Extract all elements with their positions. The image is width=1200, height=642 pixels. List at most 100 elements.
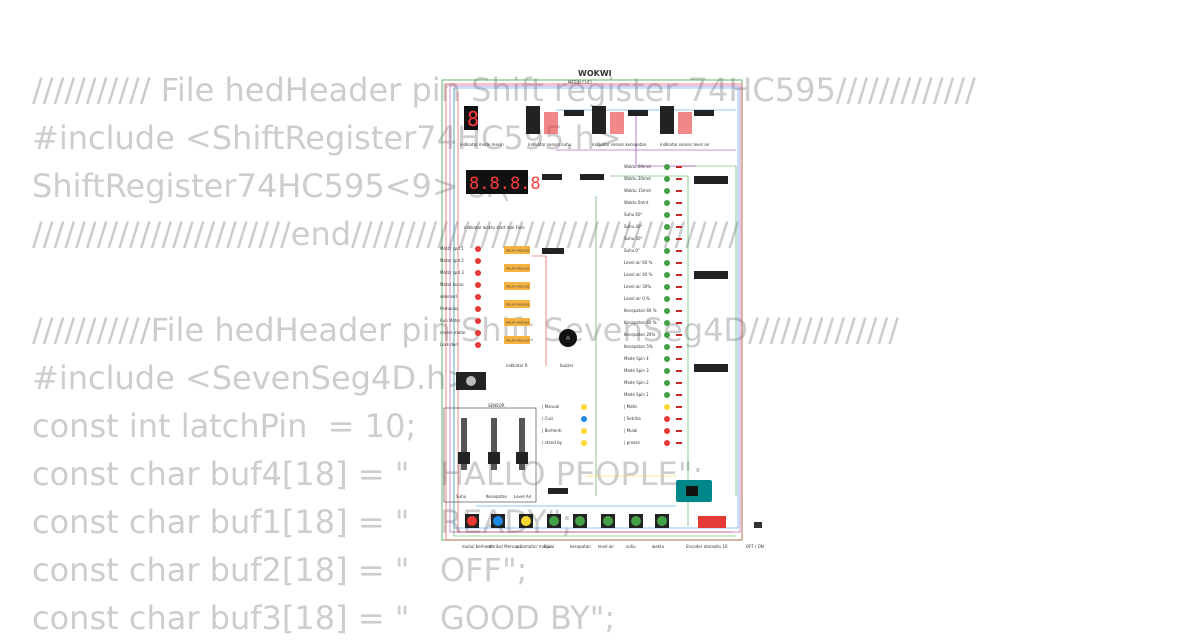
right-indicator-label: Level air 30% (624, 284, 651, 289)
relay-led (475, 330, 481, 336)
label-sensor: SENSOR (488, 403, 505, 408)
resistor (676, 382, 682, 384)
button-label: Spin (544, 544, 553, 549)
resistor (676, 406, 682, 408)
right-indicator-label: Waktu 0mnt (624, 200, 649, 205)
resistor (676, 274, 682, 276)
resistor (676, 262, 682, 264)
relay-label: Lock dorr (440, 342, 459, 347)
code-line: const char buf3[18] = " GOOD BY"; (32, 599, 616, 637)
right-indicator-label: Kecepatan 5% (624, 344, 653, 349)
label-waktu: indikator waktu start dan Finis (464, 225, 525, 230)
slider-label: Level Air (514, 494, 532, 499)
code-line: /////////// File hedHeader pin Shift reg… (32, 71, 976, 109)
right-indicator-label: Suhu 30° (624, 236, 643, 241)
relay-module (504, 246, 530, 254)
right-indicator-label: Level air 0 % (624, 296, 650, 301)
code-line: const char buf2[18] = " OFF"; (32, 551, 528, 589)
code-line: const char buf4[18] = " HALLO PEOPLE"; (32, 455, 704, 493)
push-button (603, 516, 613, 526)
relay-led (475, 270, 481, 276)
push-button (521, 516, 531, 526)
right-indicator-label: Suhu 60° (624, 212, 643, 217)
right-indicator-label: | Mulai (624, 428, 637, 433)
wire-frame-red (445, 83, 743, 541)
mode-led (581, 440, 587, 446)
mode-label: | Berhenti (542, 428, 562, 433)
label-off-on: OFF / ON (746, 544, 764, 549)
resistor (676, 394, 682, 396)
resistor (676, 334, 682, 336)
wokwi-logo: WOKWI (578, 69, 612, 78)
label-encoder: Encoder otomatis 16 (686, 544, 728, 549)
relay-led (475, 342, 481, 348)
relay-module-text: RELAY MODULE (506, 267, 529, 271)
right-indicator-label: Level air 40 % (624, 272, 653, 277)
resistor (676, 370, 682, 372)
relay-led (475, 258, 481, 264)
wire (532, 255, 547, 366)
code-line: #include <SevenSeg4D.h> (32, 359, 474, 397)
indicator-led (664, 212, 670, 218)
right-indicator-label: | Matic (624, 404, 637, 409)
mode-led (581, 404, 587, 410)
resistor (676, 310, 682, 312)
indicator-led (664, 392, 670, 398)
resistor (676, 430, 682, 432)
right-indicator-label: Suhu 0° (624, 248, 640, 253)
relay-module-text: RELAY MODULE (506, 249, 529, 253)
indicator-led (664, 188, 670, 194)
resistor (676, 250, 682, 252)
slider-track (461, 418, 467, 470)
relay-label: Motor spd 3 (440, 270, 464, 275)
indicator-led (664, 272, 670, 278)
relay-label: selenoid (440, 294, 457, 299)
indicator-led (664, 236, 670, 242)
right-indicator-label: Waktu 15mnt (624, 188, 651, 193)
background-code: /////////// File hedHeader pin Shift reg… (32, 66, 976, 642)
relay-module (504, 264, 530, 272)
indicator-led (664, 248, 670, 254)
right-indicator-label: Level air 60 % (624, 260, 653, 265)
resistor (676, 418, 682, 420)
mode-label: | stand by (542, 440, 563, 445)
sensor-box (443, 407, 537, 503)
wire-frame-blue (453, 87, 739, 529)
slider-group (458, 418, 528, 470)
code-line: ///////////File hedHeader pin Shift Seve… (32, 311, 899, 349)
button-label: waktu (652, 544, 665, 549)
indicator-led (664, 200, 670, 206)
right-indicator-label: Waktu 60mnt (624, 164, 651, 169)
indicator-led (664, 356, 670, 362)
wire (682, 165, 737, 496)
resistor (676, 190, 682, 192)
slider-label: Kecepatan (486, 494, 508, 499)
resistor (676, 238, 682, 240)
resistor (676, 322, 682, 324)
button-label: automatic/ manual (516, 544, 554, 549)
board-subtitle: MESIN CUCI (568, 80, 592, 85)
slider-knob (488, 452, 500, 464)
code-line: const char buf1[18] = " READY"; (32, 503, 573, 541)
button-row (465, 514, 669, 528)
indicator-led (664, 380, 670, 386)
push-button (467, 516, 477, 526)
indicator-led (664, 296, 670, 302)
seven-segment-1digit (464, 106, 478, 130)
button-label: level air (598, 544, 614, 549)
indicator-led (664, 368, 670, 374)
wire-frame-purple (449, 85, 741, 533)
wire (457, 92, 732, 533)
indicator-led (664, 260, 670, 266)
right-indicator-label: Mode Spin 2 (624, 380, 649, 385)
right-indicator-label: Kecepatan 40 % (624, 320, 657, 325)
seven-segment-digit: 8 (467, 107, 479, 131)
relay-module (504, 318, 530, 326)
relay-label: Pemanas (440, 306, 458, 311)
relay-module-text: RELAY MODULE (506, 303, 529, 307)
right-indicator-label: Mode Spin 4 (624, 356, 649, 361)
power-switch (754, 522, 762, 528)
push-button (493, 516, 503, 526)
